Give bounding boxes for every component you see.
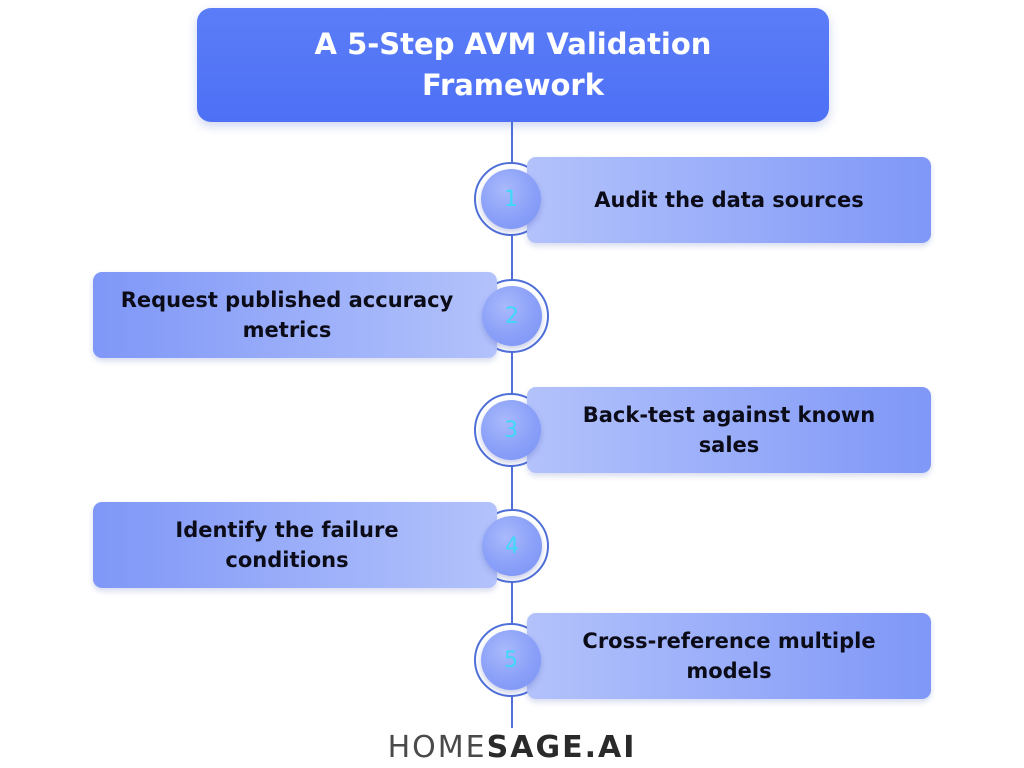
step-card-3: Back-test against known sales xyxy=(527,387,931,473)
homesage-logo: HOME SAGE.AI xyxy=(0,726,1024,768)
step-number-badge-5: 5 xyxy=(481,630,541,690)
step-number-3: 3 xyxy=(504,417,518,443)
step-card-1: Audit the data sources xyxy=(527,157,931,243)
step-card-5: Cross-reference multiple models xyxy=(527,613,931,699)
step-card-4: Identify the failure conditions xyxy=(93,502,497,588)
step-label-5: Cross-reference multiple models xyxy=(582,629,876,683)
logo-text-bold: SAGE.AI xyxy=(486,729,637,765)
step-label-4: Identify the failure conditions xyxy=(175,518,399,572)
step-label-1: Audit the data sources xyxy=(594,188,864,212)
step-number-badge-4: 4 xyxy=(482,516,542,576)
step-number-2: 2 xyxy=(505,303,519,329)
step-label-2: Request published accuracy metrics xyxy=(120,288,454,342)
logo-text-light: HOME xyxy=(387,729,487,765)
step-number-1: 1 xyxy=(504,186,518,212)
step-number-5: 5 xyxy=(504,647,518,673)
step-number-badge-3: 3 xyxy=(481,400,541,460)
title-banner: A 5-Step AVM Validation Framework xyxy=(197,8,829,122)
diagram-title: A 5-Step AVM Validation Framework xyxy=(314,27,712,102)
step-number-badge-2: 2 xyxy=(482,286,542,346)
step-label-3: Back-test against known sales xyxy=(582,403,876,457)
step-card-2: Request published accuracy metrics xyxy=(93,272,497,358)
step-number-4: 4 xyxy=(505,533,519,559)
step-number-badge-1: 1 xyxy=(481,169,541,229)
